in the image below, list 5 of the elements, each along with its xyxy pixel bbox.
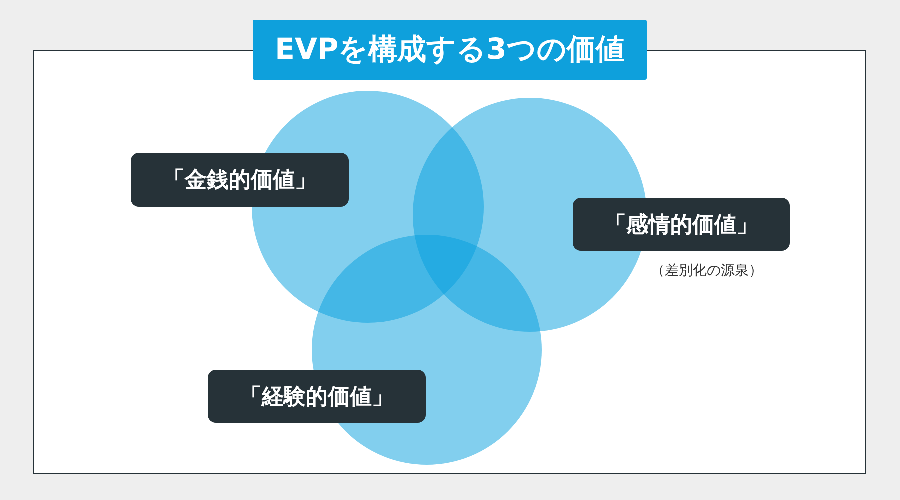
label-box: 「金銭的価値」 [131, 153, 349, 207]
label-box: 「経験的価値」 [208, 370, 426, 423]
note-text: （差別化の源泉） [651, 262, 763, 280]
title-banner: EVPを構成する3つの価値 [253, 20, 647, 80]
label-box: 「感情的価値」 [573, 198, 790, 251]
